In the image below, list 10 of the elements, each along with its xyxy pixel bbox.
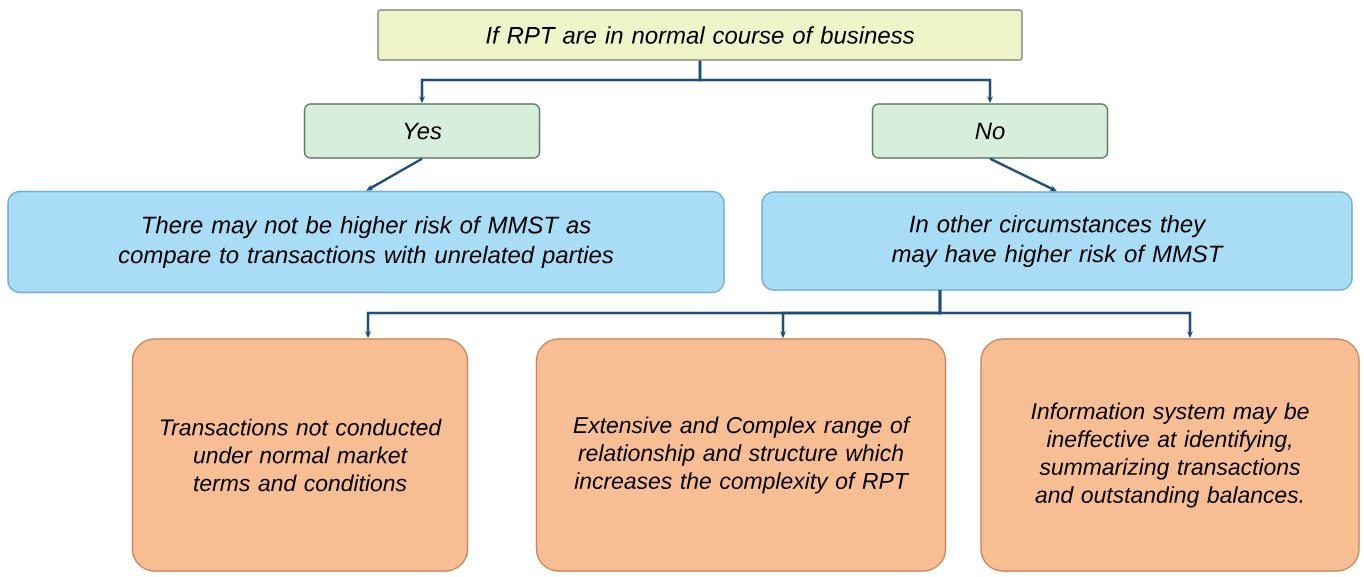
factor-box: Information system may be ineffective at identifying, summarizing transactions and outstanding balances. bbox=[980, 338, 1360, 572]
answer-box: No bbox=[871, 103, 1109, 159]
arrow bbox=[366, 157, 423, 191]
factor-box: Transactions not conducted under normal market terms and conditions bbox=[131, 338, 469, 572]
condition-box: If RPT are in normal course of business bbox=[377, 9, 1023, 61]
answer-box: Yes bbox=[303, 103, 541, 159]
arrow bbox=[989, 157, 1057, 192]
factor-box: Extensive and Complex range of relationship and structure which increases the complexity of RPT bbox=[535, 338, 947, 572]
outcome-box: There may not be higher risk of MMST as compare to transactions with unrelated parties bbox=[7, 190, 725, 294]
outcome-box: In other circumstances they may have higher risk of MMST bbox=[761, 191, 1353, 291]
